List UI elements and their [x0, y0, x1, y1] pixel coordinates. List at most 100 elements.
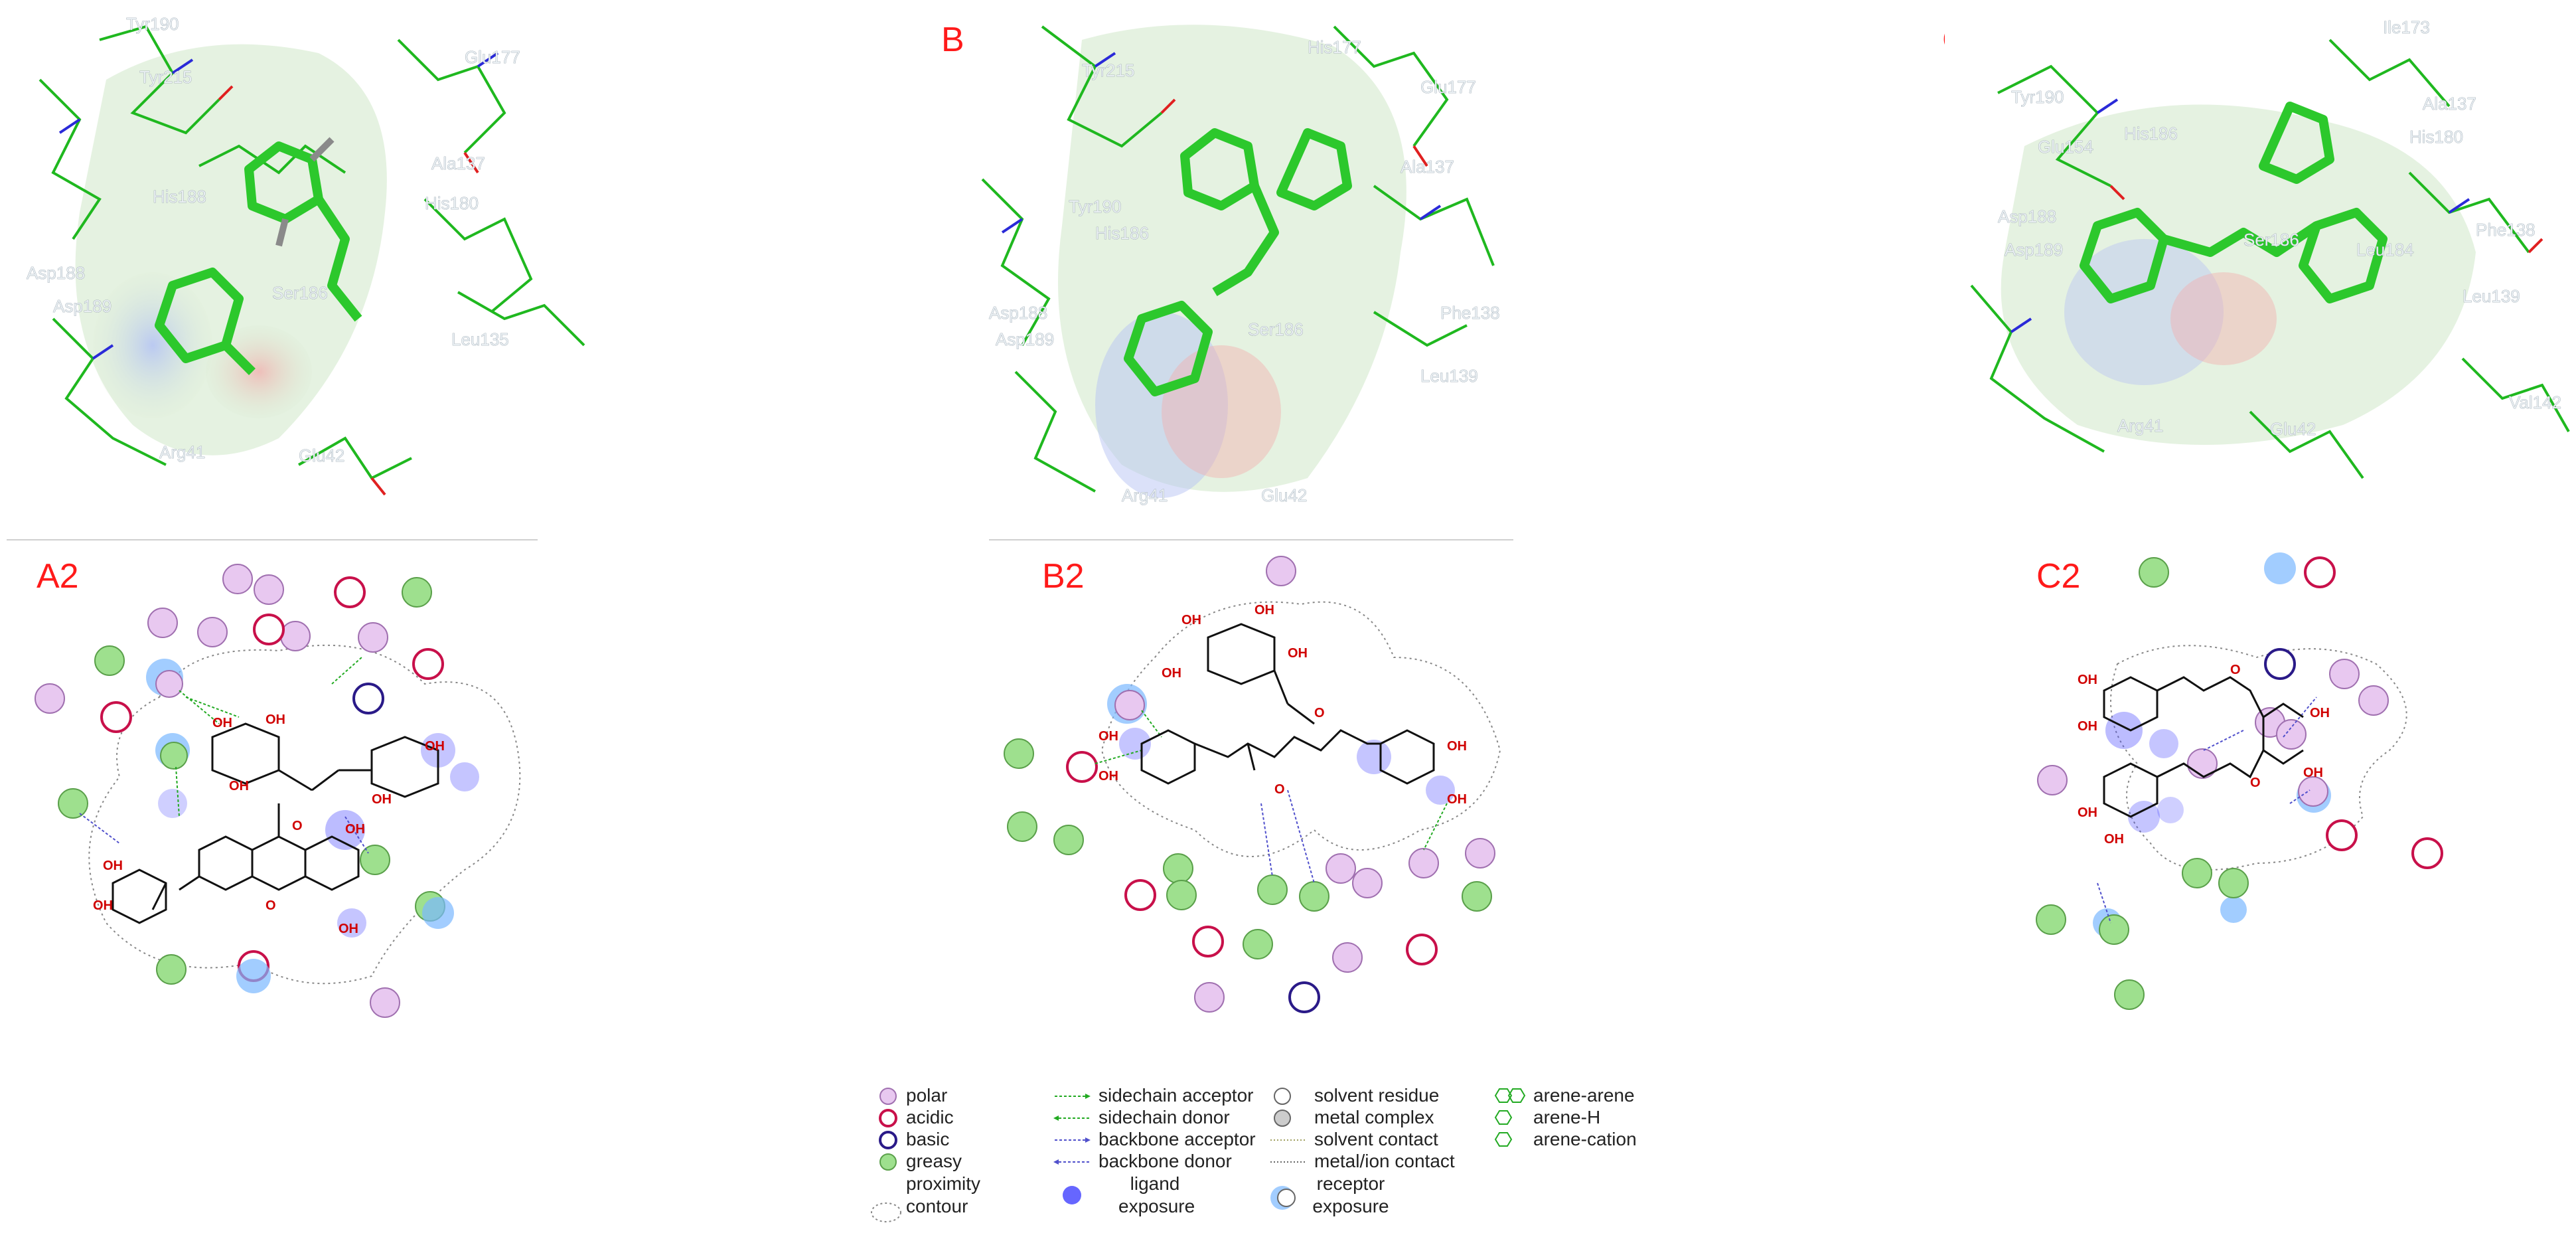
legend-arene-arene: arene-arene	[1533, 1085, 1635, 1106]
polar-residues-b2	[1114, 556, 1495, 1013]
proximity-contour-a2	[88, 644, 521, 985]
acidic-residues-c2	[2304, 556, 2443, 869]
hbond-arrow-icons	[1053, 1094, 1091, 1165]
atom-label: OH	[1254, 603, 1274, 618]
residue-label: Glu42	[299, 446, 344, 465]
atom-label: OH	[1181, 613, 1201, 627]
residue-label: His177	[1308, 37, 1361, 57]
residue-label: His180	[2409, 127, 2463, 147]
residue-label: Tyr215	[139, 67, 192, 87]
residue-label: Arg41	[2117, 416, 2163, 436]
residue-label: Tyr215	[1082, 60, 1135, 80]
atom-label: O	[265, 898, 276, 913]
render-a1-svg: Tyr190 Glu177 Tyr215 Ala137 His180 His18…	[27, 14, 585, 496]
legend-backbone-acceptor: backbone acceptor	[1099, 1129, 1256, 1149]
render-panel-a1: Tyr190 Glu177 Tyr215 Ala137 His180 His18…	[0, 0, 611, 511]
legend-receptor-exposure: receptor exposure	[1312, 1173, 1389, 1216]
legend-basic: basic	[906, 1129, 950, 1149]
polar-residues-c2	[2037, 659, 2389, 807]
residue-label: Glu42	[2270, 419, 2316, 439]
protein-n-b1	[1001, 52, 1442, 234]
protein-o-a1	[218, 85, 479, 496]
render-panel-b1: Tyr215 His177 Glu177 Tyr190 Ala137 His18…	[962, 0, 1547, 511]
legend-backbone-donor: backbone donor	[1099, 1151, 1232, 1171]
residue-label: His188	[153, 187, 206, 206]
panel-label-a2: A2	[37, 557, 79, 596]
residue-label: His186	[2124, 124, 2178, 143]
ligand-c1	[2080, 102, 2387, 303]
atom-label: OH	[1099, 729, 1118, 744]
legend-arene-cation: arene-cation	[1533, 1129, 1637, 1149]
residue-label: Phe138	[1440, 303, 1500, 323]
legend-greasy: greasy	[906, 1151, 962, 1171]
residue-label: His186	[1095, 223, 1149, 243]
residue-label: Leu139	[1420, 366, 1478, 386]
interaction-diagram-c2: OH OH OH OH OH OH O O	[2005, 551, 2576, 1056]
residue-label: Ala137	[431, 153, 485, 173]
basic-residues-c2	[2264, 648, 2296, 680]
arene-icons	[1494, 1088, 1526, 1147]
atom-label: O	[292, 819, 303, 833]
greasy-residues-c2	[2036, 557, 2249, 1010]
atom-label: OH	[2078, 673, 2097, 687]
atom-label: OH	[339, 922, 358, 936]
polar-residues-a2b	[155, 670, 183, 698]
residue-label: Ile173	[2383, 17, 2430, 37]
atom-label: OH	[1447, 739, 1467, 754]
atom-label: OH	[1447, 792, 1467, 807]
atom-label: OH	[93, 898, 113, 913]
proximity-contour-icon	[871, 1202, 901, 1222]
residue-label: Asp189	[2005, 240, 2063, 260]
proximity-contour-b2	[1100, 601, 1501, 857]
ligand-b1	[1124, 128, 1352, 396]
protein-n-c1	[2010, 98, 2470, 333]
hbond-backbone-c2	[2097, 697, 2317, 924]
atom-label: OH	[265, 712, 285, 727]
legend-ligand-exposure: ligand exposure	[1118, 1173, 1195, 1216]
basic-residues-a2	[352, 683, 384, 714]
render-panel-c1: Ile173 Ala137 Tyr190 His186 Glu154 His18…	[1945, 0, 2576, 511]
hbond-sidechain-b2	[1095, 710, 1448, 851]
residue-label: Ala137	[2423, 94, 2476, 114]
surface-red-a1	[206, 325, 312, 418]
legend-symbols-col3	[1270, 1088, 1305, 1163]
hbond-sidechain-a2	[175, 657, 362, 817]
legend-solvent-contact: solvent contact	[1314, 1129, 1438, 1149]
residue-label: Asp189	[996, 329, 1054, 349]
panel-label-b2: B2	[1042, 557, 1085, 596]
render-c1-svg: Ile173 Ala137 Tyr190 His186 Glu154 His18…	[1970, 17, 2570, 479]
residue-label: Ser186	[2243, 230, 2299, 250]
residue-label: Arg41	[159, 442, 205, 462]
protein-n-a1	[58, 52, 499, 360]
atom-label: OH	[229, 779, 249, 793]
divider-b	[989, 539, 1513, 540]
residue-label: His180	[425, 193, 479, 213]
legend-acidic: acidic	[906, 1107, 954, 1127]
residue-label: Tyr190	[126, 14, 179, 34]
ligand-exposure-icon	[1063, 1186, 1081, 1204]
legend-metal-ion-contact: metal/ion contact	[1314, 1151, 1455, 1171]
legend: polar acidic basic greasy proximity cont…	[870, 1082, 1679, 1239]
receptor-exposure-b2	[1107, 684, 1329, 911]
atom-label: O	[2230, 663, 2241, 677]
residue-label: Arg41	[1122, 485, 1168, 505]
diagram-c2-svg: OH OH OH OH OH OH O O	[2036, 552, 2443, 1010]
legend-polar: polar	[906, 1085, 948, 1106]
residue-label: Asp188	[1998, 206, 2056, 226]
greasy-residues-b2	[1004, 738, 1492, 959]
residue-label: Ser186	[272, 283, 328, 303]
residue-label: Leu184	[2356, 240, 2414, 260]
residue-label: Tyr190	[1069, 197, 1122, 216]
legend-arene-h: arene-H	[1533, 1107, 1601, 1127]
atom-label: O	[2250, 776, 2261, 790]
divider-a	[7, 539, 538, 540]
legend-metal-complex: metal complex	[1314, 1107, 1434, 1127]
protein-sticks-b1	[981, 25, 1495, 493]
acidic-residues-a2	[100, 576, 444, 982]
basic-residues-b2	[1288, 981, 1320, 1013]
atom-label: O	[1314, 706, 1325, 720]
residue-label: Glu154	[2038, 137, 2093, 157]
atom-label: OH	[1162, 666, 1181, 681]
legend-sidechain-donor: sidechain donor	[1099, 1107, 1230, 1127]
residue-label: Phe138	[2476, 220, 2536, 240]
